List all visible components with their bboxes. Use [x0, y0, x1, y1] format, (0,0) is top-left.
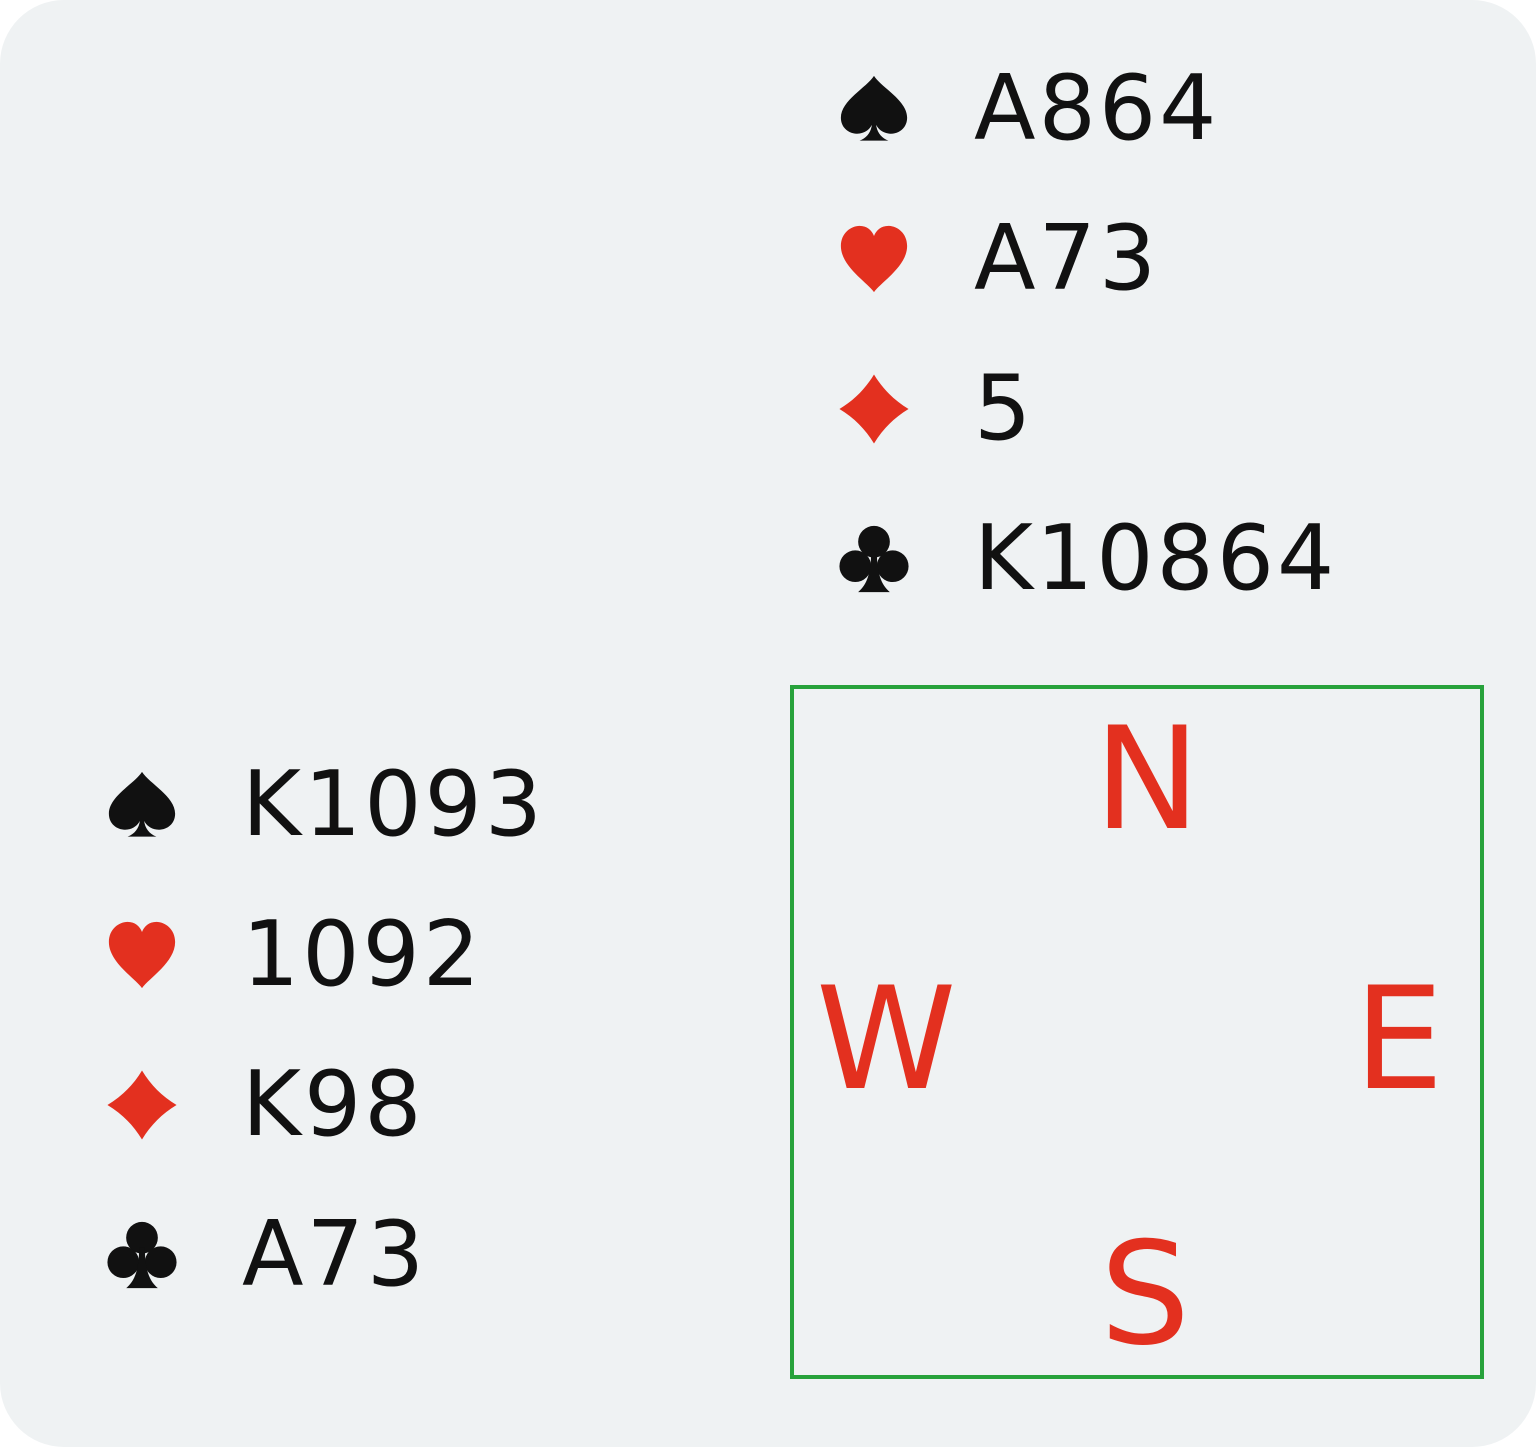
diamond-icon — [107, 1070, 177, 1140]
north-hand: A864 A73 5 K10864 — [838, 34, 1337, 634]
west-hearts-row: 1092 — [106, 880, 545, 1030]
west-hearts-cards: 1092 — [242, 902, 484, 1007]
club-icon — [107, 1221, 177, 1289]
west-spades-cards: K1093 — [242, 752, 546, 857]
west-clubs-row: A73 — [106, 1180, 545, 1330]
club-icon — [839, 525, 909, 593]
west-diamonds-row: K98 — [106, 1030, 545, 1180]
spade-icon — [840, 75, 908, 141]
north-hearts-row: A73 — [838, 184, 1337, 334]
spade-icon — [108, 771, 176, 837]
heart-icon — [108, 921, 176, 989]
diamond-icon — [839, 374, 909, 444]
compass-box: N W E S — [790, 685, 1484, 1379]
compass-south-label: S — [1100, 1212, 1191, 1377]
north-spades-row: A864 — [838, 34, 1337, 184]
north-clubs-row: K10864 — [838, 484, 1337, 634]
west-hand: K1093 1092 K98 A73 — [106, 730, 545, 1330]
north-diamonds-cards: 5 — [974, 356, 1035, 461]
heart-icon — [840, 225, 908, 293]
north-clubs-cards: K10864 — [974, 506, 1338, 611]
north-diamonds-row: 5 — [838, 334, 1337, 484]
compass-east-label: E — [1354, 957, 1444, 1122]
west-spades-row: K1093 — [106, 730, 545, 880]
west-diamonds-cards: K98 — [242, 1052, 425, 1157]
north-spades-cards: A864 — [974, 56, 1220, 161]
compass-west-label: W — [816, 957, 957, 1122]
north-hearts-cards: A73 — [974, 206, 1160, 311]
west-clubs-cards: A73 — [242, 1202, 428, 1307]
compass-north-label: N — [1094, 697, 1201, 862]
